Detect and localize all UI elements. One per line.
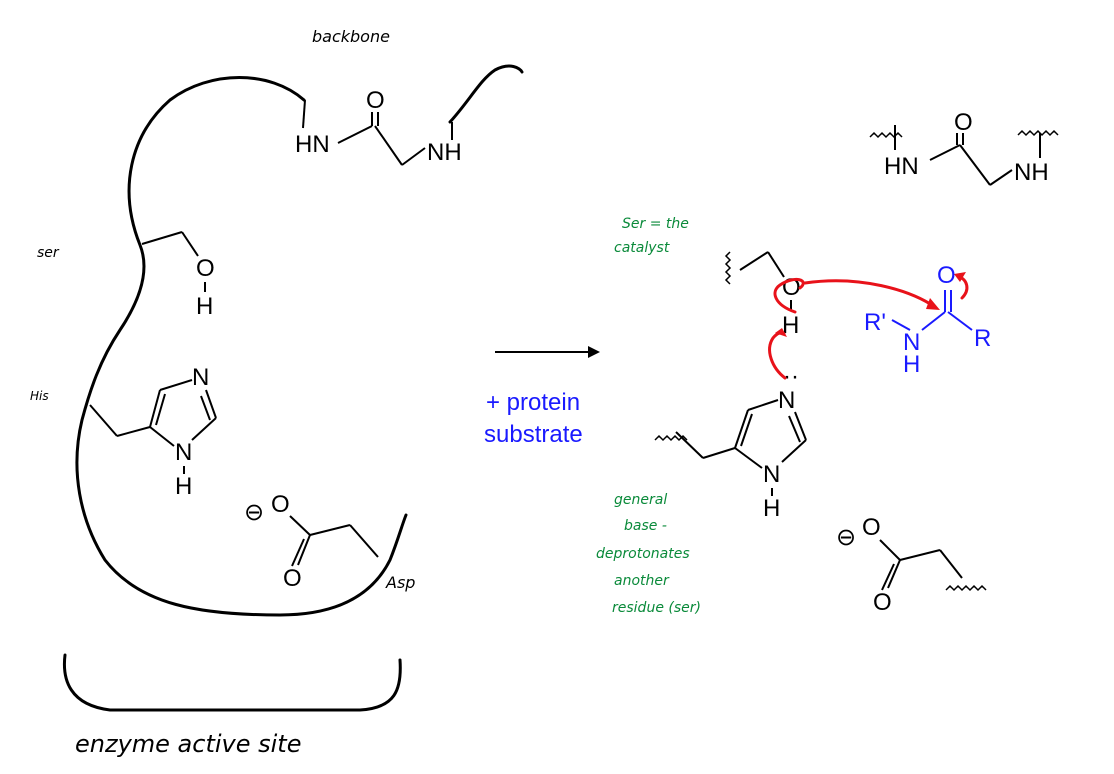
reaction-arrow bbox=[495, 346, 600, 358]
atom-o: O bbox=[873, 589, 892, 616]
charge-minus: ⊖ bbox=[836, 524, 856, 551]
atom-o: O bbox=[937, 262, 956, 289]
atom-h: H bbox=[175, 473, 192, 500]
atom-o: O bbox=[366, 87, 385, 114]
atom-nh: NH bbox=[427, 139, 462, 166]
atom-h: H bbox=[782, 312, 799, 339]
atom-h: H bbox=[196, 293, 213, 320]
atom-o: O bbox=[954, 109, 973, 136]
atom-n: N bbox=[175, 439, 192, 466]
reagent-line-1: + protein bbox=[486, 389, 580, 416]
backbone-amide-right: HN O NH bbox=[869, 109, 1059, 186]
electron-arrows bbox=[768, 272, 969, 380]
arrow-o-to-carbonyl bbox=[803, 279, 937, 309]
note-ser-line-2: catalyst bbox=[614, 240, 670, 256]
atom-h: H bbox=[903, 351, 920, 378]
atom-n: N bbox=[763, 461, 780, 488]
atom-o: O bbox=[862, 514, 881, 541]
label-enzyme-active-site: enzyme active site bbox=[75, 730, 301, 758]
substrate-amide: R' N H O R bbox=[864, 262, 991, 378]
lone-pair: ·· bbox=[783, 363, 799, 390]
his-sidechain-left: N N H bbox=[89, 364, 217, 500]
reagent-line-2: substrate bbox=[484, 421, 583, 448]
label-backbone: backbone bbox=[312, 27, 390, 46]
atom-nh: NH bbox=[1014, 159, 1049, 186]
charge-minus: ⊖ bbox=[244, 499, 264, 526]
atom-r: R bbox=[974, 325, 991, 352]
atom-o: O bbox=[271, 491, 290, 518]
atom-n: N bbox=[903, 329, 920, 356]
atom-h: H bbox=[763, 495, 780, 522]
atom-hn: HN bbox=[295, 131, 330, 158]
enzyme-active-site-drawing bbox=[62, 64, 524, 712]
note-his-line-4: another bbox=[614, 573, 670, 589]
atom-n: N bbox=[778, 387, 795, 414]
his-sidechain-right: N ·· N H bbox=[654, 363, 807, 522]
atom-o: O bbox=[196, 255, 215, 282]
atom-n: N bbox=[192, 364, 209, 391]
atom-hn: HN bbox=[884, 153, 919, 180]
note-his-line-3: deprotonates bbox=[596, 546, 690, 562]
note-ser-line-1: Ser = the bbox=[622, 216, 689, 232]
label-his: His bbox=[30, 389, 49, 403]
label-ser: ser bbox=[37, 245, 60, 261]
ser-sidechain-right: O H bbox=[724, 251, 801, 339]
backbone-tail bbox=[448, 64, 524, 124]
enzyme-outline bbox=[75, 76, 408, 617]
note-his-line-2: base - bbox=[624, 518, 667, 534]
active-site-bracket bbox=[62, 653, 402, 712]
note-his-line-1: general bbox=[614, 492, 667, 508]
asp-sidechain-left: ⊖ O O bbox=[244, 491, 379, 592]
ser-sidechain-left: O H bbox=[141, 231, 215, 320]
label-asp: Asp bbox=[385, 573, 415, 592]
backbone-amide-left: HN O NH bbox=[295, 87, 462, 166]
atom-o: O bbox=[283, 565, 302, 592]
asp-sidechain-right: ⊖ O O bbox=[836, 514, 987, 616]
note-his-line-5: residue (ser) bbox=[612, 600, 701, 616]
atom-r-prime: R' bbox=[864, 309, 886, 336]
arrow-oh-bond-to-o bbox=[773, 277, 805, 314]
